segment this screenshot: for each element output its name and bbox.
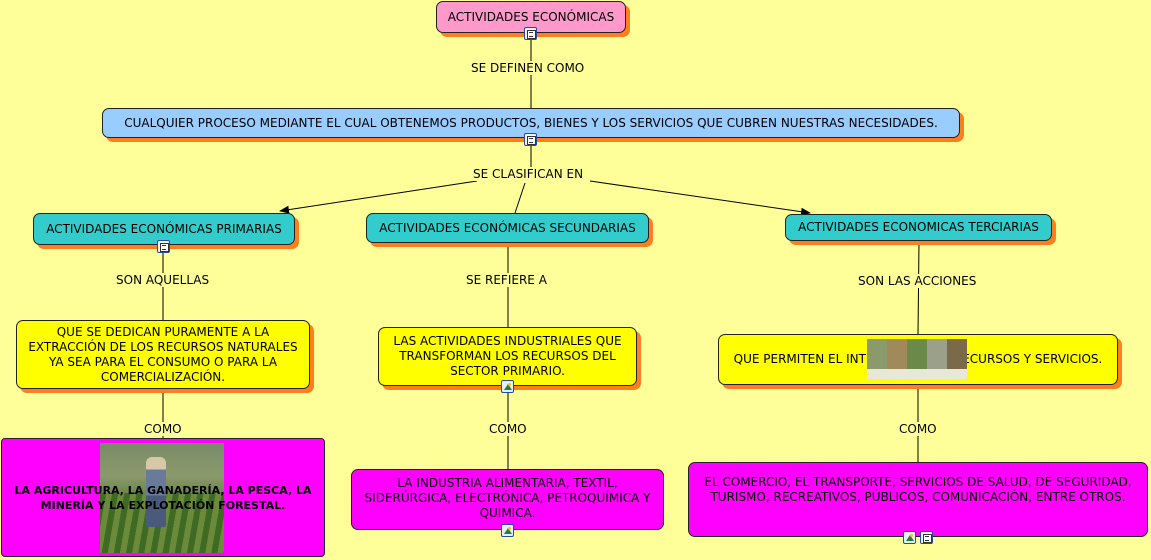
link-label-como-primarias: COMO <box>141 422 185 436</box>
link-label-como-terciarias: COMO <box>896 422 940 436</box>
image-icon[interactable] <box>501 380 514 393</box>
link-label-se-clasifican: SE CLASIFICAN EN <box>470 167 587 181</box>
node-secundarias[interactable]: ACTIVIDADES ECONÓMICAS SECUNDARIAS <box>366 213 649 243</box>
farmer-photo[interactable] <box>100 443 224 553</box>
node-primarias-desc-text: QUE SE DEDICAN PURAMENTE A LA EXTRACCIÓN… <box>28 324 298 384</box>
node-primarias-ejemplos-text: LA AGRICULTURA, LA GANADERÍA, LA PESCA, … <box>14 483 312 512</box>
link-label-se-definen: SE DEFINEN COMO <box>468 61 588 75</box>
document-icon[interactable] <box>524 27 537 40</box>
image-icon[interactable] <box>903 531 916 544</box>
node-secundarias-ejemplos-text: LA INDUSTRIA ALIMENTARIA, TEXTIL, SIDERÚ… <box>364 476 651 520</box>
link-label-son-aquellas: SON AQUELLAS <box>113 273 213 287</box>
node-terciarias[interactable]: ACTIVIDADES ECONOMICAS TERCIARIAS <box>785 214 1052 241</box>
document-icon[interactable] <box>524 133 537 146</box>
node-terciarias-text: ACTIVIDADES ECONOMICAS TERCIARIAS <box>798 220 1039 234</box>
node-primarias-ejemplos[interactable]: LA AGRICULTURA, LA GANADERÍA, LA PESCA, … <box>1 438 325 557</box>
node-terciarias-ejemplos[interactable]: EL COMERCIO, EL TRANSPORTE, SERVICIOS DE… <box>688 462 1148 537</box>
document-icon[interactable] <box>920 531 933 544</box>
node-actividades-economicas-text: ACTIVIDADES ECONÓMICAS <box>447 9 615 24</box>
node-terciarias-ejemplos-text: EL COMERCIO, EL TRANSPORTE, SERVICIOS DE… <box>704 475 1132 504</box>
node-secundarias-text: ACTIVIDADES ECONÓMICAS SECUNDARIAS <box>379 220 636 235</box>
image-icon[interactable] <box>501 524 514 537</box>
node-primarias-text: ACTIVIDADES ECONÓMICAS PRIMARIAS <box>46 221 282 236</box>
node-primarias[interactable]: ACTIVIDADES ECONÓMICAS PRIMARIAS <box>33 213 295 245</box>
services-photo-strip[interactable] <box>867 339 967 379</box>
photo-caption-band <box>867 369 967 379</box>
document-icon[interactable] <box>157 240 170 253</box>
link-label-como-secundarias: COMO <box>486 422 530 436</box>
node-definicion-text: CUALQUIER PROCESO MEDIANTE EL CUAL OBTEN… <box>124 115 938 130</box>
farmer-figure <box>146 457 166 527</box>
node-secundarias-ejemplos[interactable]: LA INDUSTRIA ALIMENTARIA, TEXTIL, SIDERÚ… <box>351 469 664 530</box>
link-label-son-acciones: SON LAS ACCIONES <box>855 274 980 288</box>
node-primarias-desc[interactable]: QUE SE DEDICAN PURAMENTE A LA EXTRACCIÓN… <box>16 320 310 389</box>
link-label-se-refiere: SE REFIERE A <box>463 273 550 287</box>
node-secundarias-desc-text: LAS ACTIVIDADES INDUSTRIALES QUE TRANSFO… <box>393 334 622 378</box>
node-secundarias-desc[interactable]: LAS ACTIVIDADES INDUSTRIALES QUE TRANSFO… <box>378 327 637 386</box>
